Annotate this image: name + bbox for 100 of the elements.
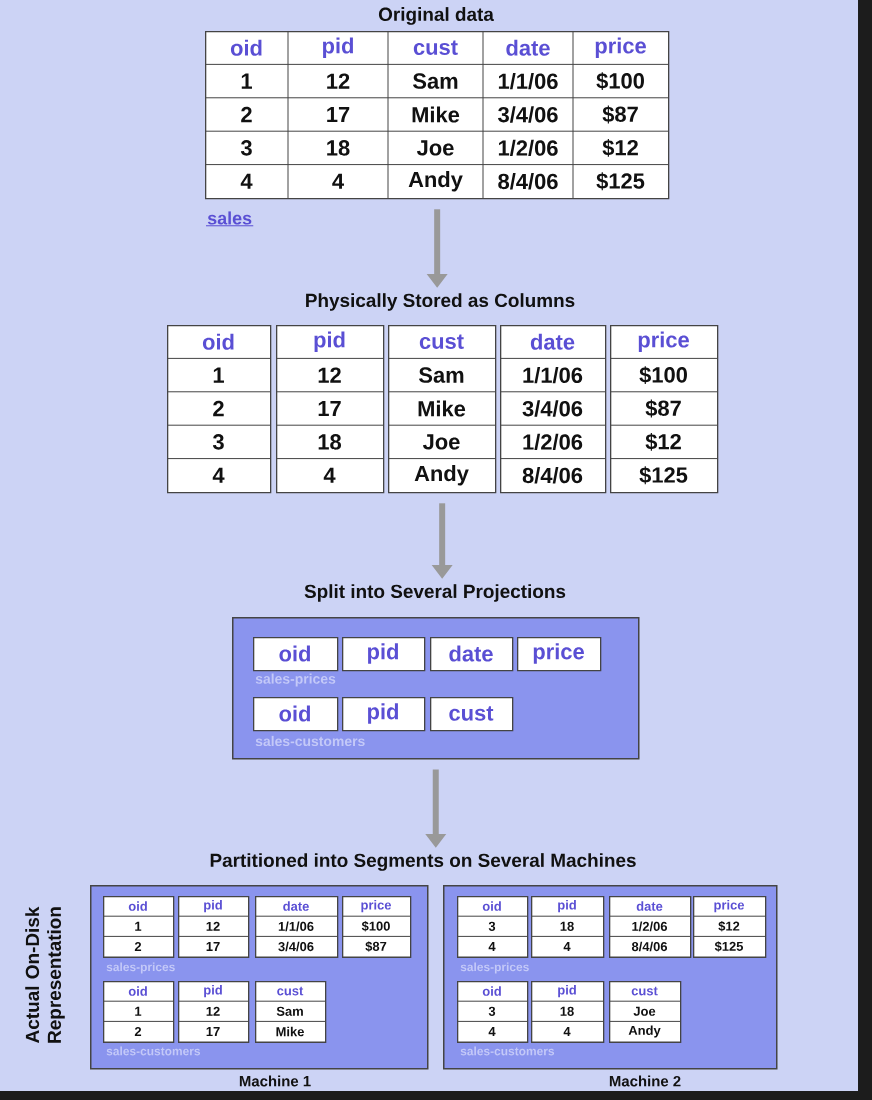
table-cell: 12 <box>318 367 341 383</box>
machine-label: Machine 1 <box>239 1075 311 1087</box>
header-cell: price <box>595 37 646 58</box>
table-cell: 3/4/06 <box>498 106 558 123</box>
table-cell: 2 <box>134 941 142 951</box>
table-cell: Andy <box>408 171 463 192</box>
table-cell: 1 <box>135 921 142 931</box>
table-cell: 2 <box>213 400 224 417</box>
table-cell: Sam <box>419 367 464 383</box>
header-cell: pid <box>204 985 222 998</box>
table-cell: Joe <box>422 434 460 450</box>
table-cell: 18 <box>560 1006 574 1016</box>
table-cell: 8/4/06 <box>498 173 558 190</box>
header-cell: cust <box>449 706 494 721</box>
table-cell: 8/4/06 <box>522 467 583 484</box>
table-cell: 2 <box>134 1026 142 1036</box>
header-cell: oid <box>128 986 147 996</box>
table-cell: $125 <box>596 172 645 191</box>
header-cell: oid <box>128 901 147 911</box>
table-cell: Joe <box>633 1006 656 1016</box>
header-cell: oid <box>202 333 234 350</box>
table-cell: 4 <box>563 942 571 951</box>
table-cell: 4 <box>323 467 336 483</box>
stage-heading: Original data <box>378 7 494 25</box>
header-cell: pid <box>368 703 398 724</box>
table-cell: $125 <box>714 941 744 952</box>
header-cell: price <box>361 900 392 913</box>
table-cell: 17 <box>327 106 350 123</box>
table-cell: $100 <box>361 921 390 932</box>
table-cell: 1/1/06 <box>498 72 558 90</box>
header-cell: pid <box>368 643 398 664</box>
header-cell: cust <box>277 986 304 996</box>
table-cell: $12 <box>645 432 681 451</box>
header-cell: pid <box>558 985 576 998</box>
header-cell: date <box>506 39 550 56</box>
table-cell: $12 <box>718 921 740 932</box>
table-cell: 1 <box>241 73 252 89</box>
header-cell: oid <box>279 705 310 722</box>
table-cell: 12 <box>206 921 220 931</box>
table-cell: Mike <box>412 106 460 123</box>
table-cell: $12 <box>602 138 638 157</box>
table-cell: $87 <box>365 941 387 952</box>
machine-label: Machine 2 <box>609 1075 681 1087</box>
table-cell: 12 <box>327 73 350 89</box>
table-cell: 1/1/06 <box>523 366 583 384</box>
table-cell: 4 <box>332 173 344 189</box>
table-cell: 3 <box>240 140 252 156</box>
table-cell: 1/2/06 <box>498 139 558 157</box>
header-cell: oid <box>230 39 262 56</box>
table-cell: 3 <box>488 921 496 931</box>
table-cell: $125 <box>639 466 688 485</box>
table-cell: $87 <box>602 105 638 124</box>
side-label: Actual On-Disk Representation <box>25 906 65 1043</box>
table-cell: 1/2/06 <box>632 921 668 932</box>
table-cell: $100 <box>639 366 687 385</box>
table-cell: Mike <box>418 400 466 417</box>
header-cell: pid <box>558 900 576 913</box>
table-cell: Andy <box>414 465 469 486</box>
table-name-link: sales <box>205 211 254 227</box>
header-cell: pid <box>204 900 222 913</box>
table-cell: 4 <box>488 942 496 951</box>
table-cell: 17 <box>318 400 341 417</box>
table-cell: 4 <box>488 1027 496 1036</box>
header-cell: oid <box>279 645 310 662</box>
table-cell: 17 <box>206 1027 220 1036</box>
table-cell: Mike <box>276 1026 304 1037</box>
table-cell: 1/1/06 <box>278 921 314 932</box>
header-cell: cust <box>413 40 458 55</box>
header-cell: oid <box>482 986 501 996</box>
table-cell: 3/4/06 <box>522 400 583 417</box>
table-cell: 8/4/06 <box>631 941 668 952</box>
table-cell: 1 <box>135 1006 142 1016</box>
header-cell: date <box>283 901 309 911</box>
table-cell: Joe <box>416 140 454 156</box>
table-cell: 3/4/06 <box>278 941 314 952</box>
header-cell: cust <box>419 334 464 349</box>
header-cell: date <box>636 901 663 911</box>
table-cell: 18 <box>560 921 574 931</box>
header-cell: price <box>714 900 745 913</box>
table-cell: 3 <box>212 434 224 450</box>
header-cell: cust <box>631 986 658 996</box>
header-cell: date <box>530 333 575 350</box>
table-cell: 12 <box>206 1006 220 1016</box>
table-cell: 1 <box>213 367 224 383</box>
table-cell: 18 <box>327 140 350 156</box>
table-cell: 3 <box>488 1006 496 1016</box>
header-cell: pid <box>314 331 345 352</box>
header-cell: oid <box>482 901 501 911</box>
table-cell: Sam <box>413 73 458 89</box>
stage-heading: Partitioned into Segments on Several Machines <box>210 853 636 871</box>
stage-heading: Physically Stored as Columns <box>306 293 575 311</box>
table-cell: $100 <box>596 72 644 91</box>
header-cell: price <box>638 331 689 352</box>
table-cell: 18 <box>318 434 341 450</box>
table-cell: 4 <box>563 1027 571 1036</box>
table-cell: Sam <box>276 1006 303 1016</box>
table-cell: Andy <box>628 1025 661 1038</box>
table-cell: 1/2/06 <box>523 433 583 451</box>
table-cell: 17 <box>206 942 220 951</box>
header-cell: price <box>533 643 584 664</box>
